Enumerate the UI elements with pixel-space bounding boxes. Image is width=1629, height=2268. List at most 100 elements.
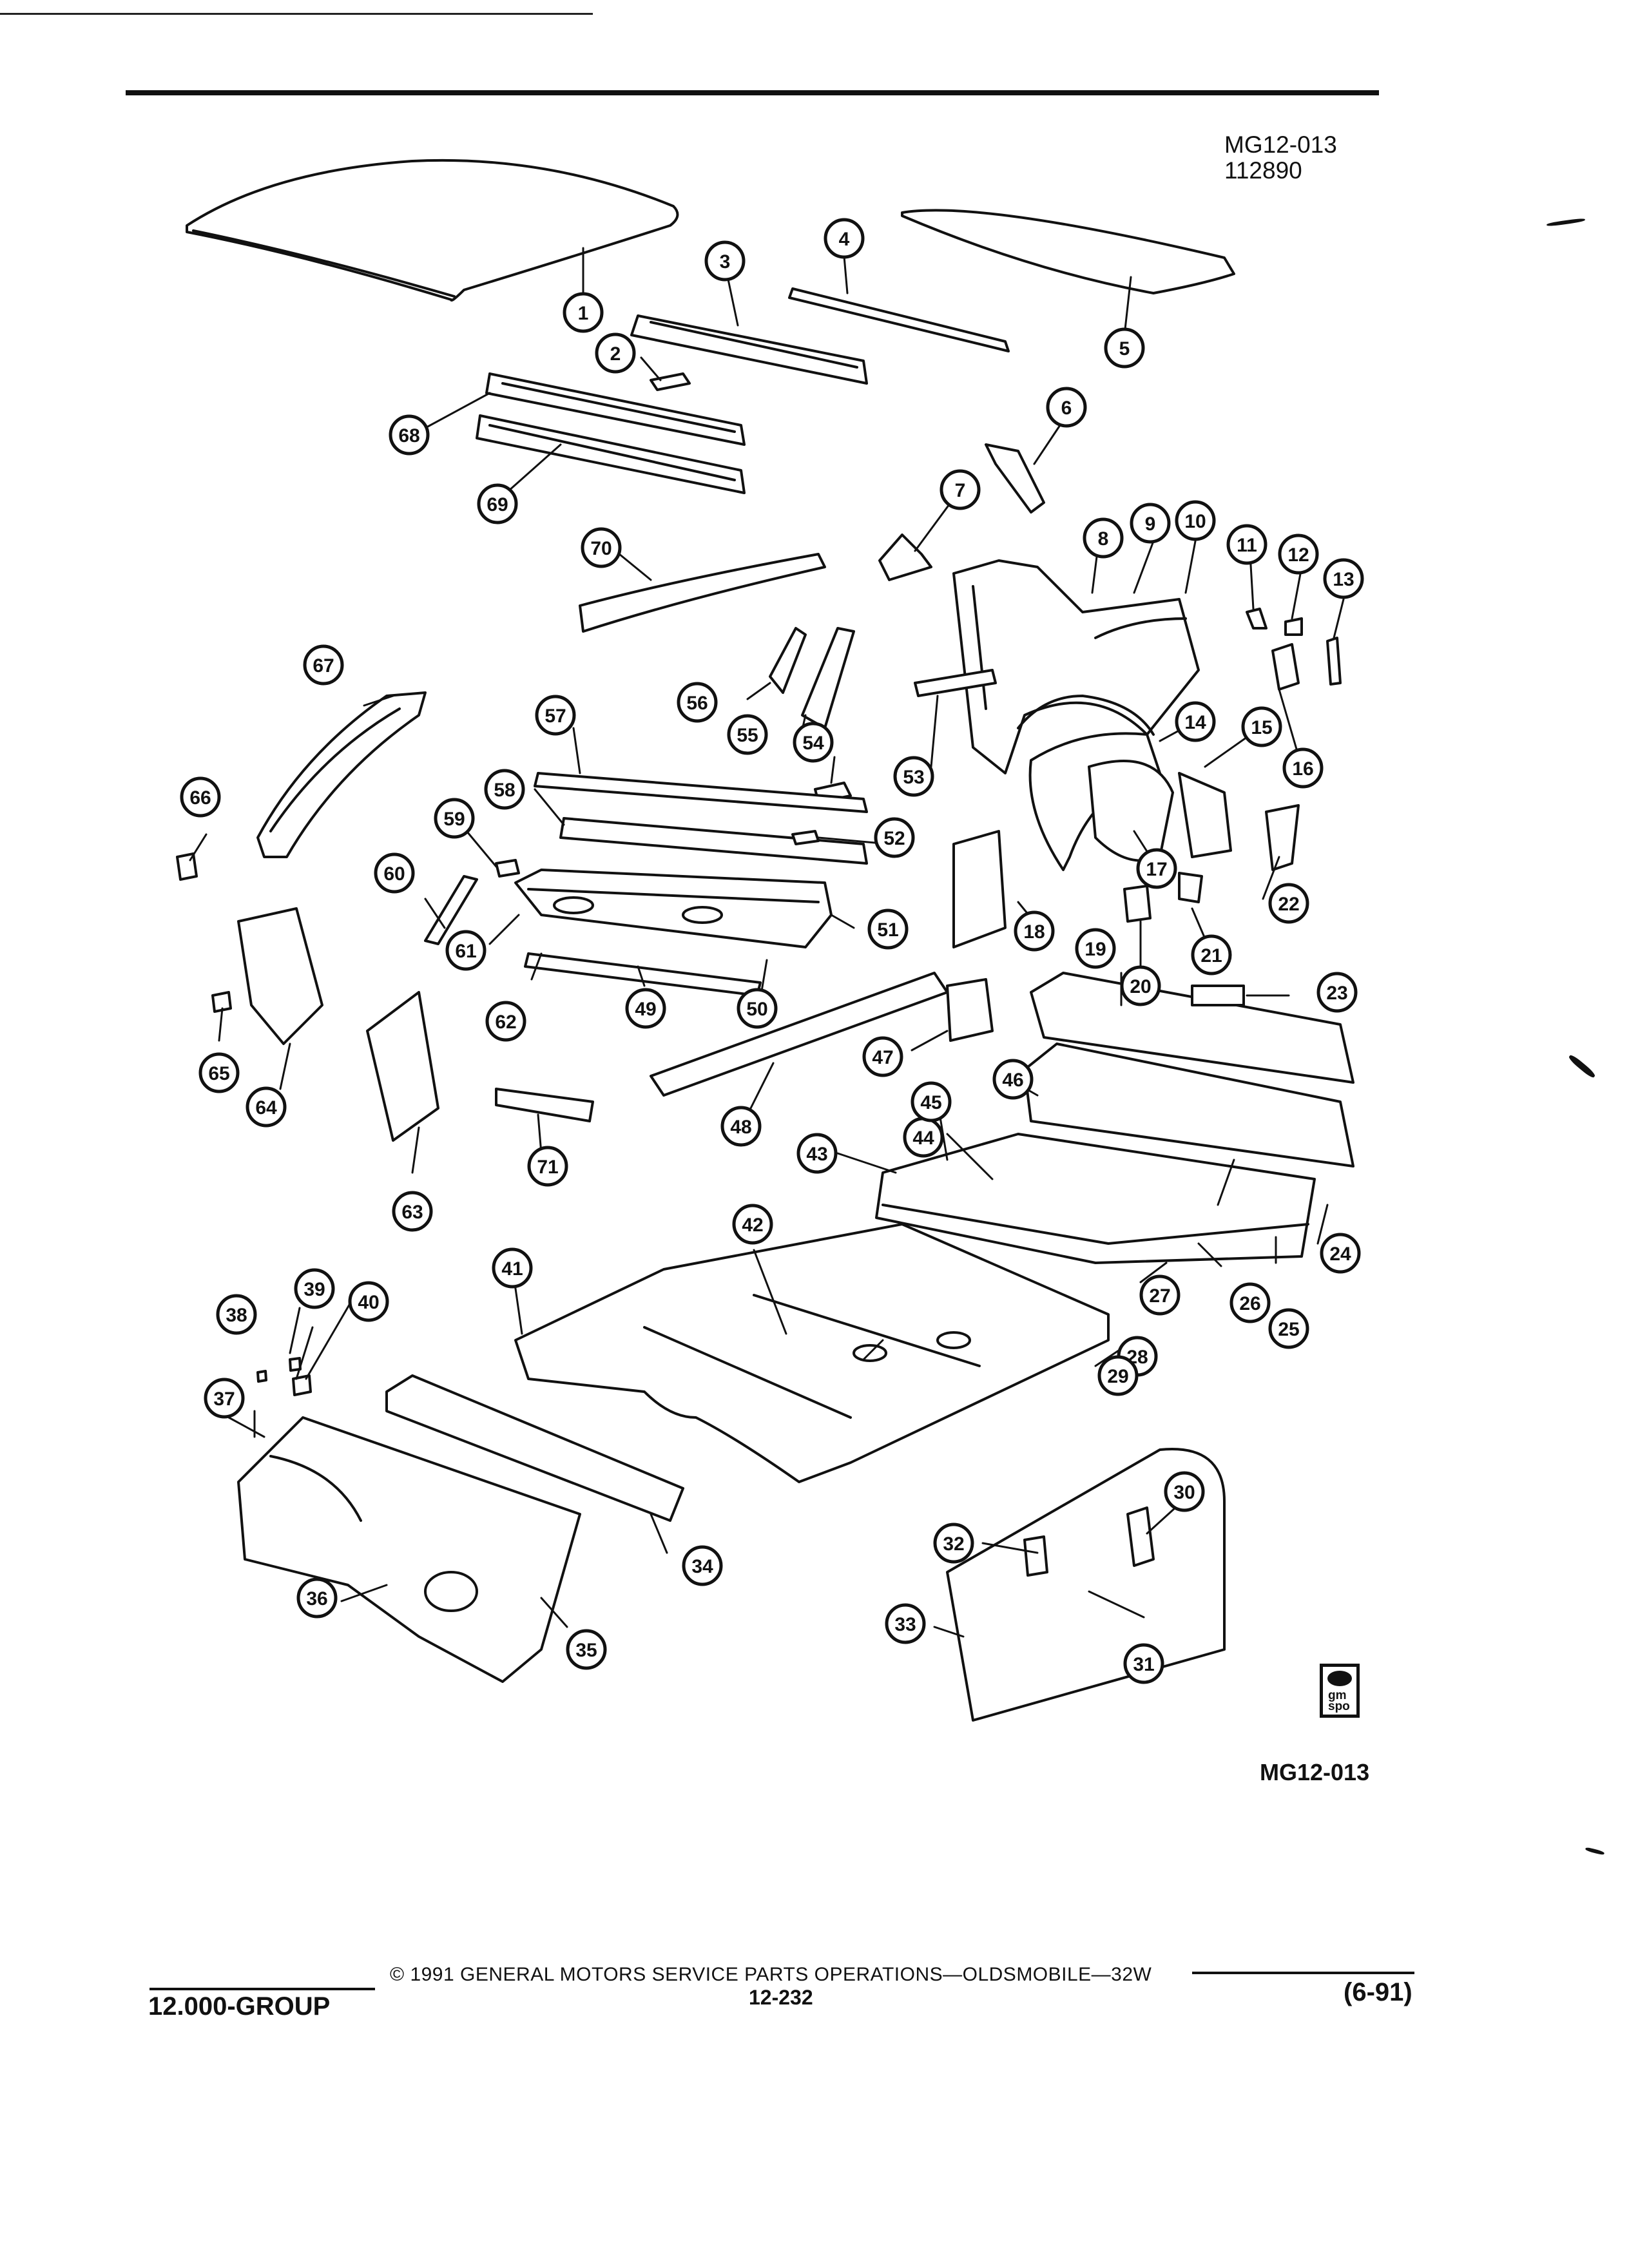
callout-circle xyxy=(796,1133,838,1174)
callout-circle xyxy=(874,817,915,858)
callout-15: 15 xyxy=(1241,706,1282,747)
callout-circle xyxy=(348,1281,389,1322)
callout-6: 6 xyxy=(1046,387,1087,428)
callout-65: 65 xyxy=(198,1052,240,1093)
callout-number: 21 xyxy=(1200,945,1222,966)
callout-number: 52 xyxy=(883,828,905,849)
part-pillar xyxy=(256,691,427,858)
callout-circle xyxy=(625,988,666,1029)
callout-circle xyxy=(392,1191,433,1232)
part-reinforcement-55 xyxy=(801,627,855,729)
callout-circle xyxy=(992,1059,1034,1100)
part-clip-38 xyxy=(256,1370,267,1383)
callout-3: 3 xyxy=(704,240,746,282)
callout-circle xyxy=(1130,503,1171,544)
part-roof-bow-rear xyxy=(788,287,1010,352)
callout-circle xyxy=(563,292,604,333)
callout-circle xyxy=(1226,524,1268,565)
part-bracket-20 xyxy=(1123,885,1152,923)
part-quarter-panel xyxy=(952,559,1200,774)
callout-number: 26 xyxy=(1239,1293,1260,1314)
top-thin-rule xyxy=(0,13,593,15)
callout-35: 35 xyxy=(566,1629,607,1670)
part-bracket-11 xyxy=(1246,608,1268,629)
part-front-floor-pan xyxy=(514,1223,1110,1483)
part-hinge-pillar-63 xyxy=(366,991,439,1142)
callout-circle xyxy=(885,1603,926,1644)
part-bracket-47 xyxy=(946,978,994,1042)
callout-32: 32 xyxy=(933,1523,974,1564)
callout-number: 69 xyxy=(487,494,508,515)
callout-circle xyxy=(485,1001,526,1042)
part-header-rail xyxy=(485,372,746,446)
callout-number: 59 xyxy=(443,809,465,830)
callout-number: 61 xyxy=(455,941,476,962)
top-rule xyxy=(126,90,1379,95)
callout-9: 9 xyxy=(1130,503,1171,544)
callout-number: 62 xyxy=(495,1012,516,1033)
callout-circle xyxy=(732,1204,773,1245)
callout-13: 13 xyxy=(1323,558,1364,599)
callout-22: 22 xyxy=(1268,883,1309,924)
callout-17: 17 xyxy=(1136,848,1177,889)
callout-number: 9 xyxy=(1145,514,1156,535)
callout-circle xyxy=(1229,1282,1271,1323)
callout-number: 46 xyxy=(1002,1070,1023,1091)
callout-21: 21 xyxy=(1191,934,1232,975)
callout-29: 29 xyxy=(1097,1355,1139,1396)
callout-circle xyxy=(940,469,981,510)
part-bracket-22 xyxy=(1265,804,1300,871)
callout-number: 42 xyxy=(742,1215,763,1236)
part-panel-18 xyxy=(952,830,1007,948)
callout-number: 51 xyxy=(877,919,898,941)
callout-number: 23 xyxy=(1326,983,1347,1004)
callout-number: 17 xyxy=(1146,859,1167,880)
callout-number: 66 xyxy=(189,787,211,809)
gm-oval-icon xyxy=(1327,1671,1352,1686)
callout-number: 38 xyxy=(226,1305,247,1326)
callout-number: 31 xyxy=(1133,1654,1154,1675)
callout-circle xyxy=(1104,327,1145,369)
callout-number: 4 xyxy=(839,229,850,250)
callout-70: 70 xyxy=(581,527,622,568)
callout-number: 41 xyxy=(501,1258,523,1280)
callout-circle xyxy=(484,769,525,810)
callout-circle xyxy=(677,682,718,723)
callout-circle xyxy=(1123,1643,1164,1684)
callout-circle xyxy=(824,218,865,259)
callout-55: 55 xyxy=(727,714,768,755)
callout-circle xyxy=(1120,965,1161,1006)
callout-number: 67 xyxy=(313,655,334,677)
callout-circle xyxy=(527,1146,568,1187)
callout-26: 26 xyxy=(1229,1282,1271,1323)
callout-37: 37 xyxy=(204,1378,245,1419)
callout-circle xyxy=(1320,1233,1361,1274)
callout-circle xyxy=(198,1052,240,1093)
callout-circle xyxy=(595,332,636,374)
callout-24: 24 xyxy=(1320,1233,1361,1274)
part-rear-body-panel xyxy=(1023,972,1354,1168)
footer-rule-right xyxy=(1192,1972,1414,1974)
callout-25: 25 xyxy=(1268,1308,1309,1349)
callout-30: 30 xyxy=(1164,1471,1205,1512)
callout-number: 64 xyxy=(255,1097,277,1119)
callout-circle xyxy=(893,756,934,797)
callout-45: 45 xyxy=(911,1081,952,1122)
callout-68: 68 xyxy=(389,414,430,456)
callout-circle xyxy=(204,1378,245,1419)
part-hinge-pillar-64 xyxy=(237,907,323,1045)
diagram-code-bottom: MG12-013 xyxy=(1260,1759,1370,1785)
callout-number: 7 xyxy=(955,480,966,501)
callout-number: 45 xyxy=(920,1092,941,1113)
callout-circle xyxy=(246,1086,287,1128)
callout-circle xyxy=(1139,1274,1181,1316)
callout-circle xyxy=(1136,848,1177,889)
callout-circle xyxy=(1323,558,1364,599)
part-clip-65 xyxy=(211,991,232,1013)
callout-number: 18 xyxy=(1023,921,1045,943)
callout-number: 30 xyxy=(1173,1482,1195,1503)
callout-number: 44 xyxy=(912,1128,934,1149)
callout-58: 58 xyxy=(484,769,525,810)
part-wheelhouse xyxy=(1028,732,1232,871)
